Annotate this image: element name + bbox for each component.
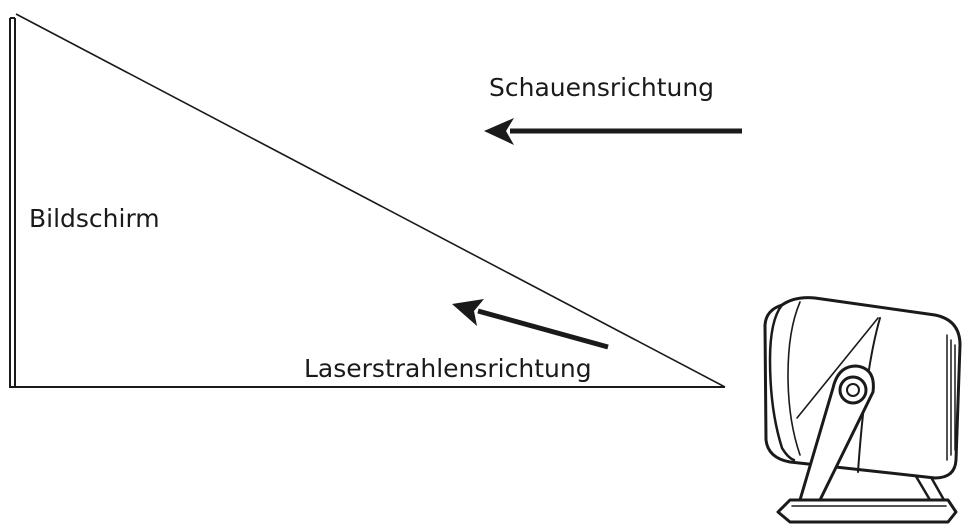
viewing-direction-arrow <box>484 118 742 145</box>
viewing-direction-label: Schauensrichtung <box>489 73 714 102</box>
screen-label: Bildschirm <box>29 204 160 233</box>
laser-direction-arrow <box>452 299 609 350</box>
projector-icon <box>763 296 962 524</box>
projection-beam-line <box>15 13 726 388</box>
laser-direction-label: Laserstrahlensrichtung <box>304 354 592 383</box>
screen-wall <box>9 17 16 388</box>
